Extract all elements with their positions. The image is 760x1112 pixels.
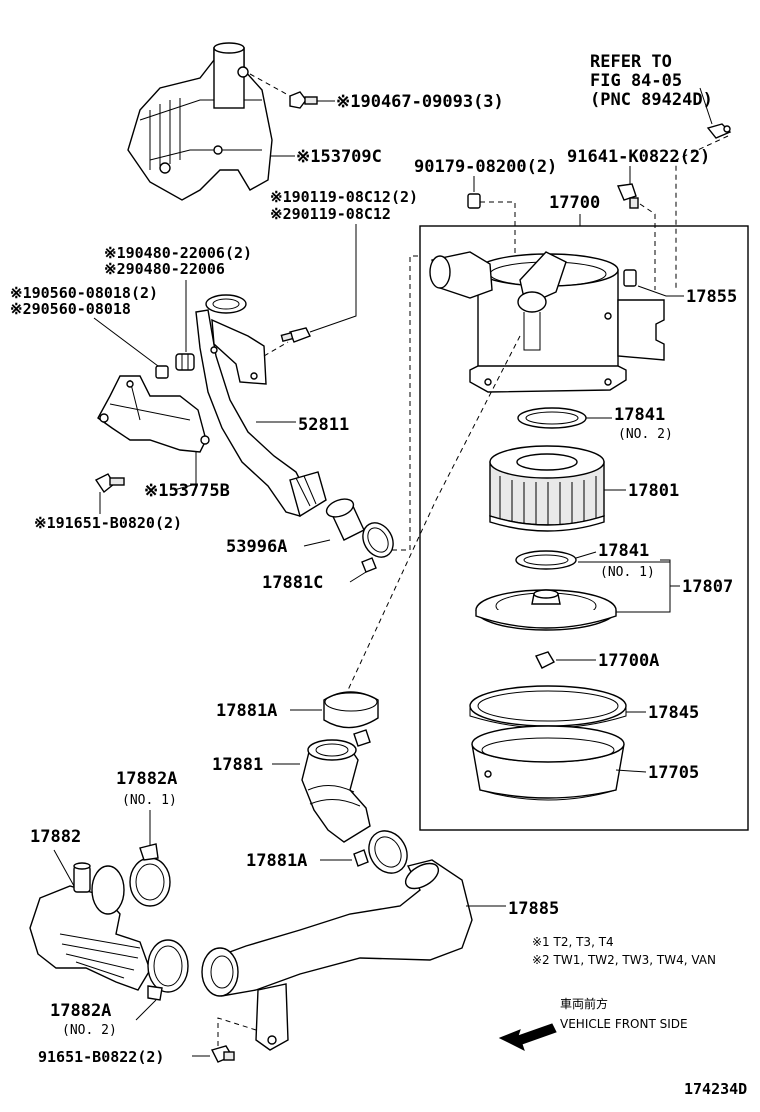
label-17801: 17801 [628, 481, 679, 501]
label-190560: ※190560-08018(2) [10, 284, 158, 302]
figure-id: 174234D [684, 1080, 747, 1098]
label-190480: ※190480-22006(2) [104, 244, 252, 262]
label-290480: ※290480-22006 [104, 260, 225, 278]
label-17882a-bot: 17882A [50, 1001, 111, 1021]
label-17881a-top: 17881A [216, 701, 277, 721]
filter-element-17801[interactable] [489, 445, 605, 532]
label-17700: 17700 [549, 193, 600, 213]
refer-line1: REFER TO [590, 52, 672, 72]
label-17841-no2: 17841 [614, 405, 665, 425]
label-52811: 52811 [298, 415, 349, 435]
label-17705: 17705 [648, 763, 699, 783]
direction-arrow-icon [498, 1023, 557, 1051]
label-91641: 91641-K0822(2) [567, 147, 710, 167]
label-153709c: ※153709C [296, 147, 382, 167]
case-bottom-17705[interactable] [471, 725, 625, 801]
clamp-17881a-mid[interactable] [353, 824, 415, 880]
refer-line2: FIG 84-05 [590, 71, 682, 91]
nut-90179[interactable] [467, 193, 481, 209]
note-1: ※1 T2, T3, T4 [532, 935, 614, 949]
hose-17881[interactable] [301, 739, 371, 843]
gasket-17841-no2[interactable] [517, 407, 587, 429]
label-17881: 17881 [212, 755, 263, 775]
label-17881c: 17881C [262, 573, 323, 593]
gasket-17845[interactable] [469, 685, 627, 729]
label-53996a: 53996A [226, 537, 287, 557]
note-2: ※2 TW1, TW2, TW3, TW4, VAN [532, 953, 716, 967]
clip-17700a[interactable] [535, 651, 555, 669]
duct-52811[interactable] [195, 294, 327, 518]
bolt-190119[interactable] [280, 327, 311, 343]
refer-line3: (PNC 89424D) [590, 90, 713, 110]
label-17841-no1-sub: (NO. 1) [600, 565, 655, 580]
bracket-153775b[interactable] [97, 375, 210, 453]
bolt-191651[interactable] [94, 473, 125, 494]
hose-17882[interactable] [29, 862, 151, 991]
label-17882a-top-sub: (NO. 1) [122, 793, 177, 808]
label-17882a-top: 17882A [116, 769, 177, 789]
label-17882a-bot-sub: (NO. 2) [62, 1023, 117, 1038]
clamp-17882a-no1[interactable] [129, 843, 171, 907]
shroud-153709c[interactable] [127, 42, 273, 201]
label-290560: ※290560-08018 [10, 300, 131, 318]
label-17807: 17807 [682, 577, 733, 597]
air-cleaner-case[interactable] [429, 251, 665, 393]
label-17855: 17855 [686, 287, 737, 307]
label-90179: 90179-08200(2) [414, 157, 557, 177]
grommet-190480[interactable] [175, 353, 195, 371]
label-17845: 17845 [648, 703, 699, 723]
label-17700a: 17700A [598, 651, 659, 671]
clamp-17881c[interactable] [357, 517, 399, 573]
sleeve-53996a[interactable] [324, 496, 365, 541]
label-17885: 17885 [508, 899, 559, 919]
gasket-17841-no1[interactable] [515, 550, 577, 570]
sensor-connector[interactable] [706, 123, 732, 139]
label-153775b: ※153775B [144, 481, 230, 501]
label-91651: 91651-B0822(2) [38, 1048, 164, 1066]
direction-english: VEHICLE FRONT SIDE [560, 1017, 688, 1031]
label-17841-no1: 17841 [598, 541, 649, 561]
label-17882: 17882 [30, 827, 81, 847]
label-290119: ※290119-08C12 [270, 205, 391, 223]
duct-17885[interactable] [201, 858, 473, 1051]
clamp-17882a-no2[interactable] [147, 939, 189, 1001]
direction-japanese: 車両前方 [560, 996, 608, 1011]
label-190119: ※190119-08C12(2) [270, 188, 418, 206]
label-17841-no2-sub: (NO. 2) [618, 427, 673, 442]
bolt-91641[interactable] [616, 183, 639, 209]
clip-17855[interactable] [623, 269, 637, 287]
cap-17807[interactable] [475, 589, 617, 631]
collar-190560[interactable] [155, 365, 169, 379]
bolt-91651[interactable] [210, 1045, 235, 1063]
bolt-190467[interactable] [289, 91, 318, 109]
label-17881a-mid: 17881A [246, 851, 307, 871]
label-190467: ※190467-09093(3) [336, 92, 504, 112]
clamp-17881a-top[interactable] [323, 691, 379, 747]
assembly-box-17700 [419, 225, 749, 831]
label-191651: ※191651-B0820(2) [34, 514, 182, 532]
